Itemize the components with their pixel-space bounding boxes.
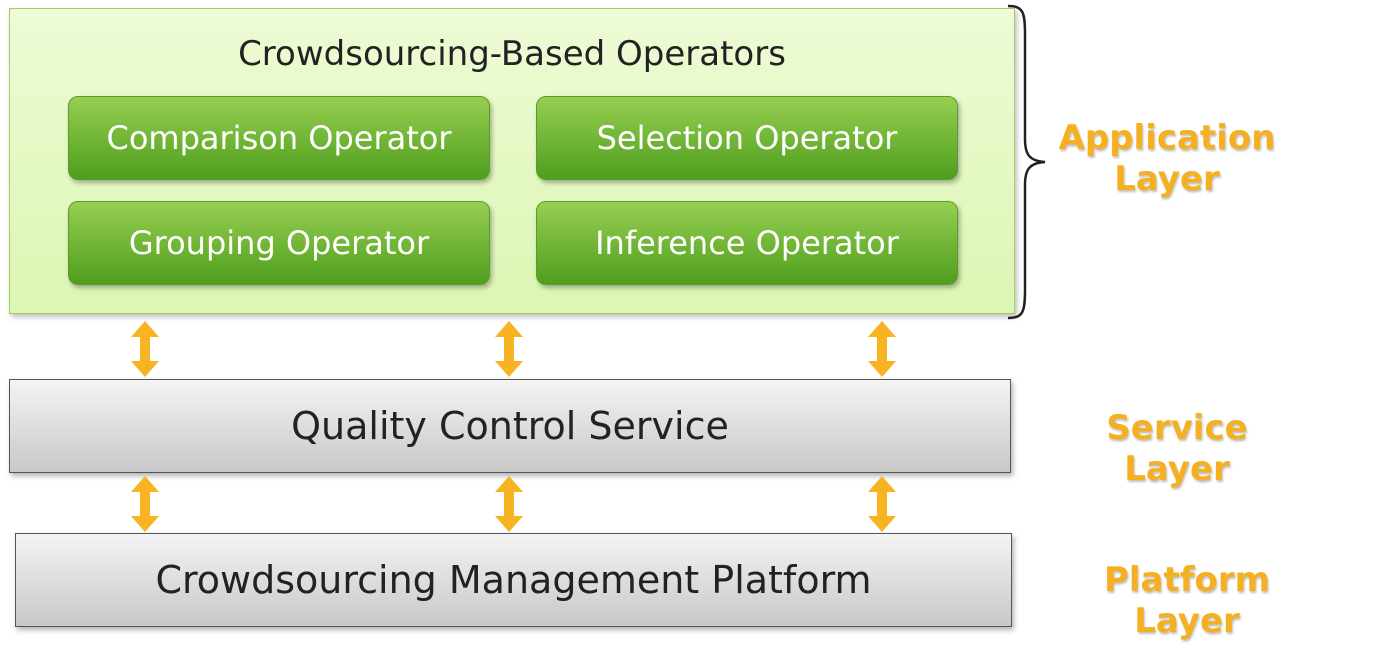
crowdsourcing-management-platform-box: Crowdsourcing Management Platform xyxy=(15,533,1012,627)
application-layer-label-line1: Application xyxy=(1058,118,1276,158)
double-arrow-icon xyxy=(868,476,896,532)
selection-operator-box: Selection Operator xyxy=(536,96,958,180)
double-arrow-icon xyxy=(131,321,159,377)
application-layer-box: Crowdsourcing-Based Operators Comparison… xyxy=(9,8,1015,314)
application-layer-label-line2: Layer xyxy=(1114,158,1220,199)
curly-brace-icon xyxy=(1007,4,1046,320)
service-layer-label: Service Layer xyxy=(1106,408,1248,489)
application-layer-label: Application Layer xyxy=(1056,118,1278,200)
comparison-operator-box: Comparison Operator xyxy=(68,96,490,180)
double-arrow-icon xyxy=(131,476,159,532)
double-arrow-icon xyxy=(495,321,523,377)
application-layer-title: Crowdsourcing-Based Operators xyxy=(238,34,786,74)
grouping-operator-box: Grouping Operator xyxy=(68,201,490,285)
double-arrow-icon xyxy=(868,321,896,377)
double-arrow-icon xyxy=(495,476,523,532)
inference-operator-box: Inference Operator xyxy=(536,201,958,285)
quality-control-service-box: Quality Control Service xyxy=(9,379,1011,473)
platform-layer-label: Platform Layer xyxy=(1103,560,1271,641)
